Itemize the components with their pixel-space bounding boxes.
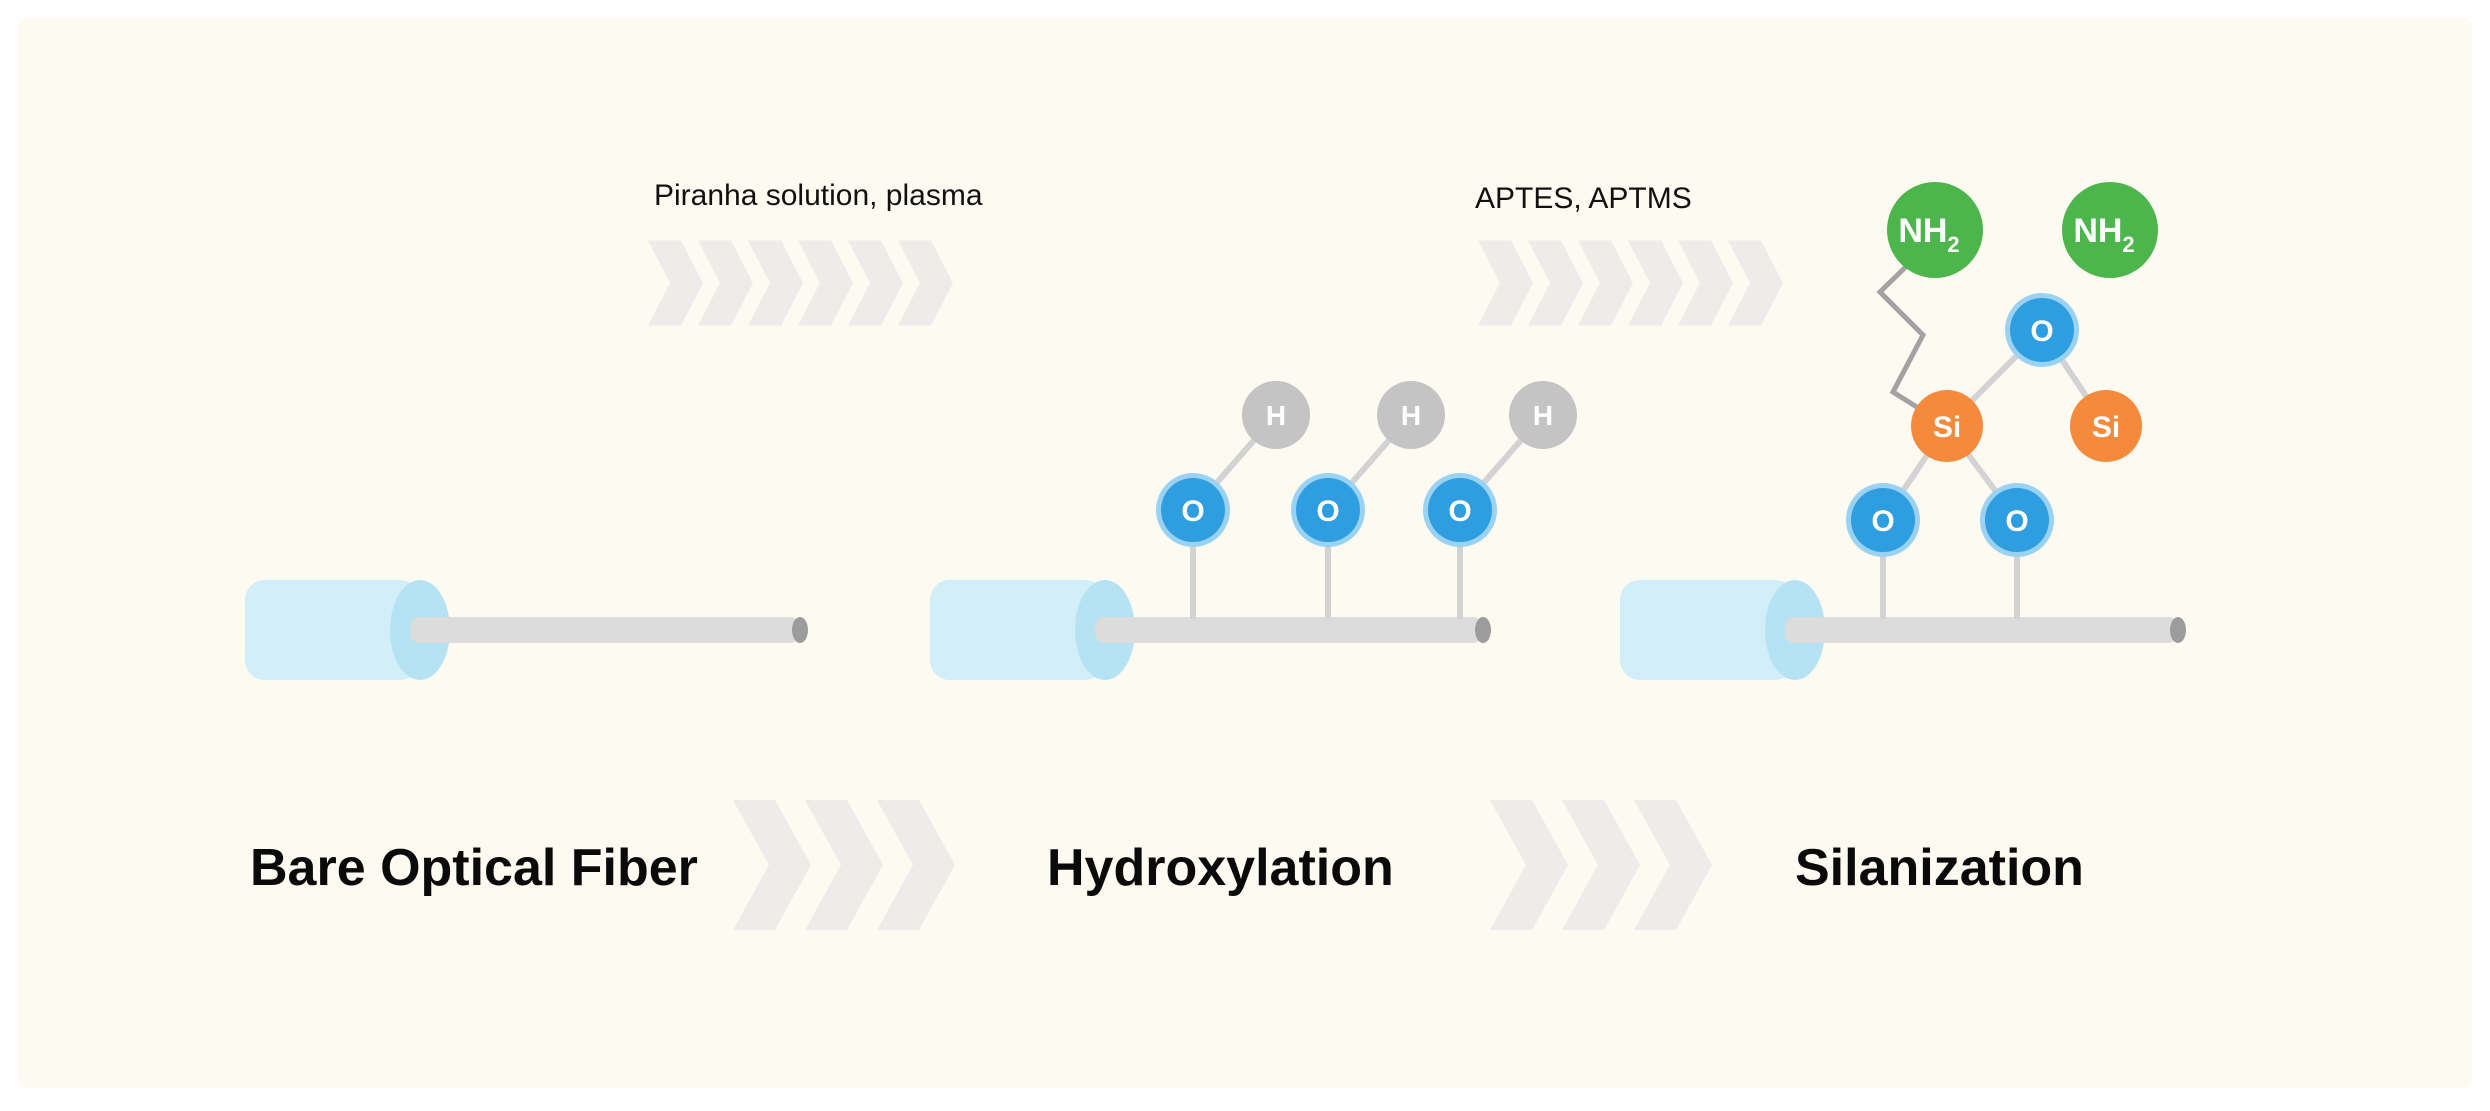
large-chevron-right-3 <box>1634 800 1712 930</box>
background-panel <box>18 18 2472 1088</box>
svg-text:O: O <box>1181 495 1204 528</box>
hydrogen-atom-3: H <box>1509 381 1577 449</box>
svg-text:H: H <box>1533 400 1553 431</box>
stage-label-bare-optical-fiber: Bare Optical Fiber <box>250 839 698 897</box>
silicon-atom-2: Si <box>2070 390 2142 462</box>
small-chevron-right-4 <box>1628 240 1683 326</box>
svg-text:Si: Si <box>2092 411 2120 444</box>
amine-group-2: NH2 <box>2062 182 2158 278</box>
fiber-silanized-cladding-body <box>1620 580 1795 680</box>
molecular-atoms: H O H O H O O O O Si Si NH2 NH2 <box>1156 182 2158 557</box>
silane-oxygen-1: O <box>1846 483 1920 557</box>
small-chevron-right-1 <box>1478 240 1533 326</box>
small-chevron-right-5 <box>1678 240 1733 326</box>
svg-text:H: H <box>1401 400 1421 431</box>
stage-label-hydroxylation: Hydroxylation <box>1047 839 1394 897</box>
fiber-bare-cladding-body <box>245 580 420 680</box>
small-chevron-left-5 <box>848 240 903 326</box>
reagent-label-silanization: APTES, APTMS <box>1475 182 1692 215</box>
amine-group-1: NH2 <box>1887 182 1983 278</box>
silane-oxygen-2: O <box>1980 483 2054 557</box>
oxygen-atom-1: O <box>1156 473 1230 547</box>
silicon-atom-1: Si <box>1911 390 1983 462</box>
stage-label-silanization: Silanization <box>1795 839 2084 897</box>
svg-text:O: O <box>2030 315 2053 348</box>
large-chevron-left-1 <box>733 800 811 930</box>
fiber-silanized-core <box>1785 617 2178 643</box>
chevron-arrows <box>648 240 1783 930</box>
svg-text:O: O <box>1316 495 1339 528</box>
small-chevron-left-4 <box>798 240 853 326</box>
fiber-hydroxylated-cladding-back <box>930 580 970 680</box>
fiber-hydroxylated-cladding-body <box>930 580 1105 680</box>
svg-text:O: O <box>1448 495 1471 528</box>
hydrogen-atom-2: H <box>1377 381 1445 449</box>
svg-text:H: H <box>1266 400 1286 431</box>
large-chevron-right-2 <box>1562 800 1640 930</box>
silane-oxygen-3: O <box>2005 293 2079 367</box>
small-chevron-right-3 <box>1578 240 1633 326</box>
fiber-bare-cladding-back <box>245 580 285 680</box>
oxygen-atom-3: O <box>1423 473 1497 547</box>
svg-text:O: O <box>1871 505 1894 538</box>
optical-fibers <box>245 580 2186 680</box>
svg-text:O: O <box>2005 505 2028 538</box>
hydrogen-atom-1: H <box>1242 381 1310 449</box>
small-chevron-left-2 <box>698 240 753 326</box>
small-chevron-left-3 <box>748 240 803 326</box>
fiber-silanized-core-tip <box>2170 617 2186 643</box>
fiber-silanized-cladding-back <box>1620 580 1660 680</box>
fiber-bare-core-tip <box>792 617 808 643</box>
reagent-label-hydroxylation: Piranha solution, plasma <box>654 179 983 212</box>
fiber-hydroxylated-core-tip <box>1475 617 1491 643</box>
fiber-bare-core <box>410 617 800 643</box>
large-chevron-left-3 <box>877 800 955 930</box>
fiber-hydroxylated-core <box>1095 617 1483 643</box>
small-chevron-right-2 <box>1528 240 1583 326</box>
svg-text:Si: Si <box>1933 411 1961 444</box>
small-chevron-left-1 <box>648 240 703 326</box>
small-chevron-right-6 <box>1728 240 1783 326</box>
small-chevron-left-6 <box>898 240 953 326</box>
large-chevron-left-2 <box>805 800 883 930</box>
large-chevron-right-1 <box>1490 800 1568 930</box>
oxygen-atom-2: O <box>1291 473 1365 547</box>
